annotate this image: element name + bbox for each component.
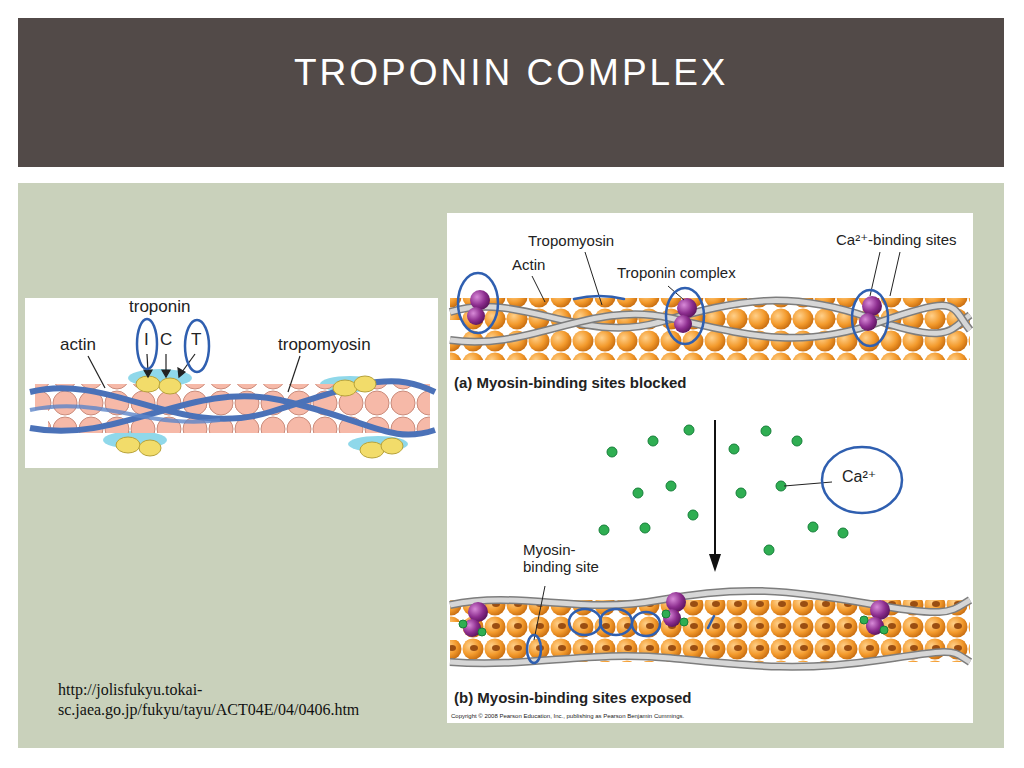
part-label: Myosin- binding site xyxy=(523,541,623,576)
part-label: Ca²⁺ xyxy=(842,468,876,486)
panel-caption: (a) Myosin-binding sites blocked xyxy=(454,374,687,391)
part-label: tropomyosin xyxy=(278,335,371,355)
part-label: T xyxy=(191,330,201,350)
part-label: Troponin complex xyxy=(617,264,736,281)
copyright-note: Copyright © 2008 Pearson Education, Inc.… xyxy=(451,713,684,720)
part-label: Ca²⁺-binding sites xyxy=(836,231,956,248)
slide-title: TROPONIN COMPLEX xyxy=(294,52,729,95)
part-label: Tropomyosin xyxy=(528,232,614,249)
panel-caption: (b) Myosin-binding sites exposed xyxy=(454,689,692,706)
content-panel xyxy=(18,183,1004,748)
source-url: http://jolisfukyu.tokai- sc.jaea.go.jp/f… xyxy=(58,680,446,720)
title-bar xyxy=(18,18,1004,167)
part-label: troponin xyxy=(129,297,190,317)
pen-annotation xyxy=(137,273,902,663)
part-label: Actin xyxy=(512,256,545,273)
thin-filament-left xyxy=(25,298,438,468)
part-label: actin xyxy=(60,335,96,355)
thin-filament-right xyxy=(447,213,973,723)
part-label: I xyxy=(144,330,149,350)
part-label: C xyxy=(160,330,172,350)
